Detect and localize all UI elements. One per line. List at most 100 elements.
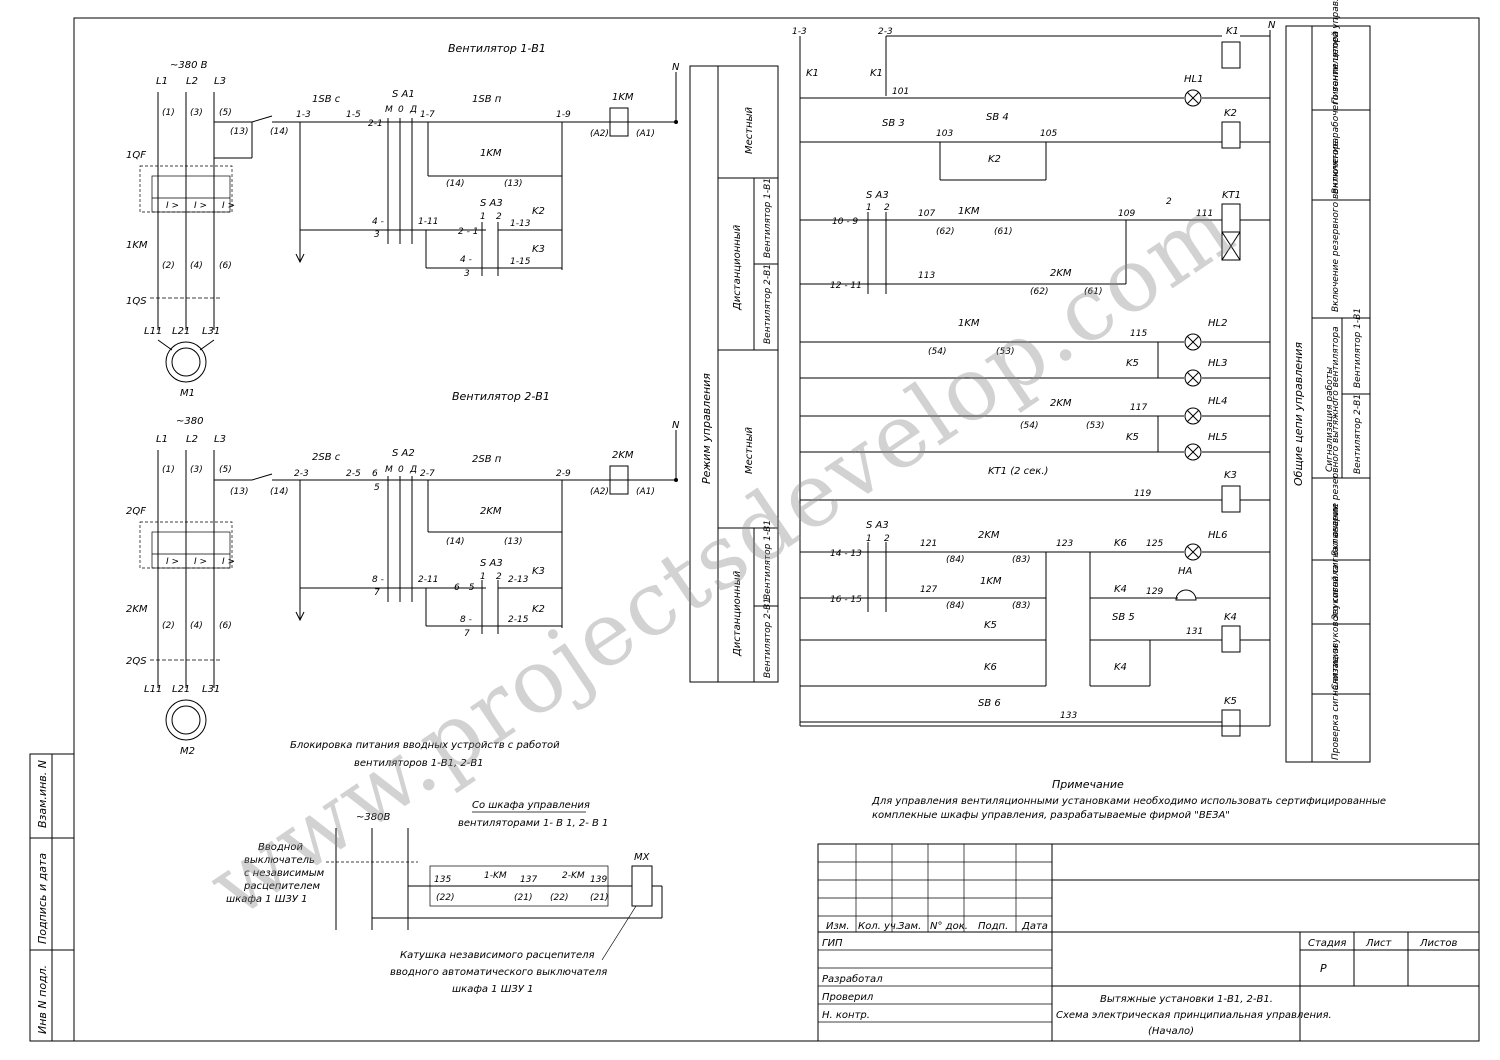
k4-holding-contact: K4	[1114, 662, 1127, 673]
k6-alarm-contact-2: K6	[984, 662, 997, 673]
interlock-title-2: вентиляторов 1-В1, 2-В1	[354, 758, 484, 769]
fan1-node-4: 4 -	[372, 217, 384, 227]
breaker-note-5: шкафа 1 ШЗУ 1	[226, 894, 307, 905]
fan1-node-1-5: 1-5	[346, 110, 361, 120]
fan2-node-2-13: 2-13	[508, 575, 529, 585]
c62b: (62)	[1030, 287, 1048, 297]
interlock-title-1: Блокировка питания вводных устройств с р…	[290, 739, 560, 751]
fan2-coil-a2: (A2)	[590, 487, 609, 497]
fan2-control-circuit: N 2-3 2SB с 2-5 6 5 S A2 M 0 Д 2-7 2SB п…	[294, 420, 680, 639]
control-sa3b-pos-1: 1	[866, 534, 872, 544]
mode-local-1: Местный	[744, 106, 755, 154]
fan1-hold-14: (14)	[446, 179, 464, 189]
fan2-phase-num-3: (3)	[190, 465, 203, 475]
control-node-2-3: 2-3	[878, 27, 893, 37]
fan1-k3-contact: K3	[532, 244, 545, 255]
interlock-c22b: (22)	[550, 893, 568, 903]
node-131: 131	[1186, 627, 1203, 637]
tb-title-1: Вытяжные установки 1-В1, 2-В1.	[1100, 994, 1273, 1005]
km2-alarm-contact: 2KM	[978, 530, 1000, 541]
fan1-node-1-13: 1-13	[510, 219, 531, 229]
fan2-contactor-label: 2KM	[126, 604, 148, 615]
mode-remote-2-fan1: Вентилятор 1-В1	[763, 520, 773, 600]
c84b: (84)	[946, 601, 964, 611]
button-sb6-label: SB 6	[978, 698, 1001, 709]
drawing-frame	[73, 17, 1480, 1042]
stamp-sign-date: Подпись и дата	[36, 853, 49, 944]
relay-k5-label: K5	[1224, 696, 1237, 707]
side-stamp: Взам.инв. N Подпись и дата Инв N подл.	[29, 753, 75, 1042]
mode-remote-1-fan1: Вентилятор 1-В1	[763, 178, 773, 258]
lamp-hl4-label: HL4	[1208, 396, 1227, 407]
node-107: 107	[918, 209, 935, 219]
button-sb4-label: SB 4	[986, 112, 1009, 123]
fan1-phase-l2: L2	[186, 76, 198, 87]
tb-header-izm: Изм.	[826, 921, 850, 932]
fan1-sa1-label: S A1	[392, 89, 415, 100]
fan1-supply: ~380 В	[170, 60, 208, 71]
title-block: Изм. Кол. уч. Зам. N° док. Подп. Дата ГИ…	[817, 843, 1480, 1042]
tb-header-doc: N° док.	[930, 921, 968, 932]
fan1-coil-a1: (A1)	[636, 129, 655, 139]
fan1-phase-num-5: (5)	[219, 108, 232, 118]
note: Примечание Для управления вентиляционным…	[871, 778, 1386, 821]
stamp-inv-original: Инв N подл.	[36, 965, 49, 1034]
node-10-9: 10 - 9	[832, 217, 858, 227]
fan2-trip-1: I >	[166, 557, 179, 567]
fan2-breaker-label: 2QF	[126, 506, 146, 517]
fan2-holding-contact: 2KM	[480, 506, 502, 517]
mode-table: Режим управления Местный Дистанционный В…	[689, 65, 779, 683]
fan2-sa3-pos-1: 1	[480, 572, 486, 582]
fan1-k2-contact: K2	[532, 206, 545, 217]
node-111: 111	[1196, 209, 1213, 219]
node-115: 115	[1130, 329, 1147, 339]
c62: (62)	[936, 227, 954, 237]
fan2-stop-button-label: 2SB с	[312, 452, 341, 463]
c53: (53)	[996, 347, 1014, 357]
purpose-main-fan: Включение рабочего вентилятора	[1331, 31, 1341, 194]
node-12-11: 12 - 11	[830, 281, 862, 291]
fan2-n-label: N	[672, 420, 680, 431]
purpose-reserve-exhaust: Включение резервного вытяжного вентилято…	[1331, 326, 1341, 556]
k6-alarm-contact: K6	[1114, 538, 1127, 549]
interlock-c21b: (21)	[590, 893, 608, 903]
node-103: 103	[936, 129, 953, 139]
fan1-node-2-1b: 2 - 1	[458, 227, 478, 237]
fan2-coil-a1: (A1)	[636, 487, 655, 497]
interlock-node-137: 137	[520, 875, 537, 885]
control-n-label: N	[1268, 20, 1276, 31]
note-title: Примечание	[1052, 778, 1124, 791]
fan2-motor-l11: L11	[144, 684, 162, 695]
purpose-group-title: Общие цепи управления	[1292, 342, 1305, 486]
breaker-note-3: с независимым	[244, 868, 325, 879]
stamp-replace-inv: Взам.инв. N	[36, 760, 49, 828]
buzzer-ha-label: HA	[1178, 566, 1193, 577]
fan2-sa2-pos-0: 0	[398, 465, 404, 475]
node-129: 129	[1146, 587, 1163, 597]
kt1-delay-contact: KT1 (2 сек.)	[988, 466, 1048, 477]
fan1-node-4b: 4 -	[460, 255, 472, 265]
fan2-phase-l1: L1	[156, 434, 168, 445]
tb-sheets-label: Листов	[1419, 938, 1457, 949]
fan2-node-2-7: 2-7	[420, 469, 435, 479]
fan1-node-1-7: 1-7	[420, 110, 435, 120]
fan2-node-2-11: 2-11	[418, 575, 438, 585]
fan1-phase-l3: L3	[214, 76, 226, 87]
fan2-node-7: 7	[374, 588, 380, 598]
k5-signal-contact-2: K5	[1126, 432, 1139, 443]
tb-role-checker: Проверил	[822, 992, 874, 1003]
fan1-breaker-label: 1QF	[126, 150, 146, 161]
fan2-k3-contact: K3	[532, 566, 545, 577]
interlock-mx: MX	[634, 852, 651, 863]
fan2-node-2-15: 2-15	[508, 615, 529, 625]
fan2-node-6: 6	[372, 469, 378, 479]
control-sa3-pos-1: 1	[866, 203, 872, 213]
fan1-sa1-pos-0: 0	[398, 105, 404, 115]
mode-remote-1-fan2: Вентилятор 2-В1	[763, 264, 773, 344]
fan2-node-5: 5	[374, 483, 380, 493]
fan1-sa1-pos-m: M	[385, 105, 393, 115]
tb-role-norm: Н. контр.	[822, 1010, 870, 1021]
fan1-contact-num-6: (6)	[219, 261, 232, 271]
fan1-holding-contact: 1KM	[480, 148, 502, 159]
fan2-motor-label: M2	[180, 746, 195, 757]
